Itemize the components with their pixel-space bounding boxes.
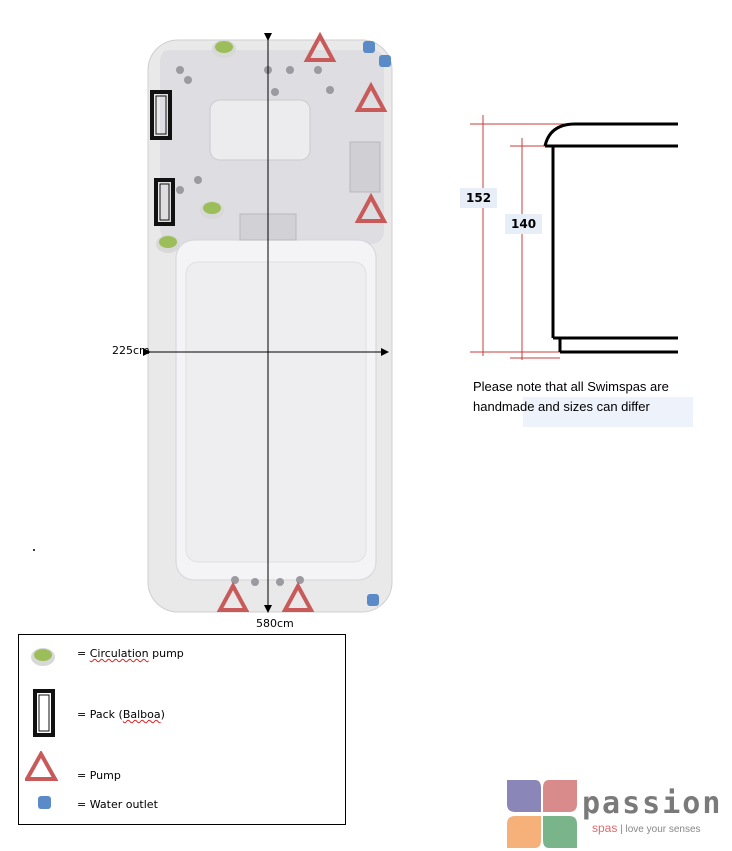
legend-pump: = Pump <box>77 769 121 782</box>
logo-tagline: spas | love your senses <box>592 821 701 836</box>
pack-icon <box>150 90 175 226</box>
circulation-pump-icon <box>31 648 55 666</box>
legend-pack: = Pack (Balboa) <box>77 708 165 721</box>
inner-height-label: 140 <box>505 214 543 234</box>
size-note: Please note that all Swimspas are handma… <box>473 379 669 414</box>
water-outlet-icon <box>363 41 391 606</box>
pump-icon <box>25 751 59 781</box>
legend-water-outlet: = Water outlet <box>77 798 158 811</box>
pump-icon <box>216 31 388 612</box>
legend-circulation-pump: = Circulation pump <box>77 647 184 660</box>
width-label: 225cm <box>112 344 150 357</box>
legend: = Circulation pump = Pack (Balboa) = Pum… <box>18 634 346 825</box>
lounger <box>209 99 311 161</box>
water-outlet-icon <box>38 796 51 809</box>
pack-icon <box>33 689 55 737</box>
side-profile-diagram <box>470 115 678 360</box>
passion-spas-logo-icon <box>507 780 577 848</box>
outer-height-label: 152 <box>460 188 498 208</box>
length-label: 580cm <box>256 617 294 630</box>
logo-name: passion <box>582 786 723 821</box>
circulation-pump-icon <box>156 40 236 253</box>
